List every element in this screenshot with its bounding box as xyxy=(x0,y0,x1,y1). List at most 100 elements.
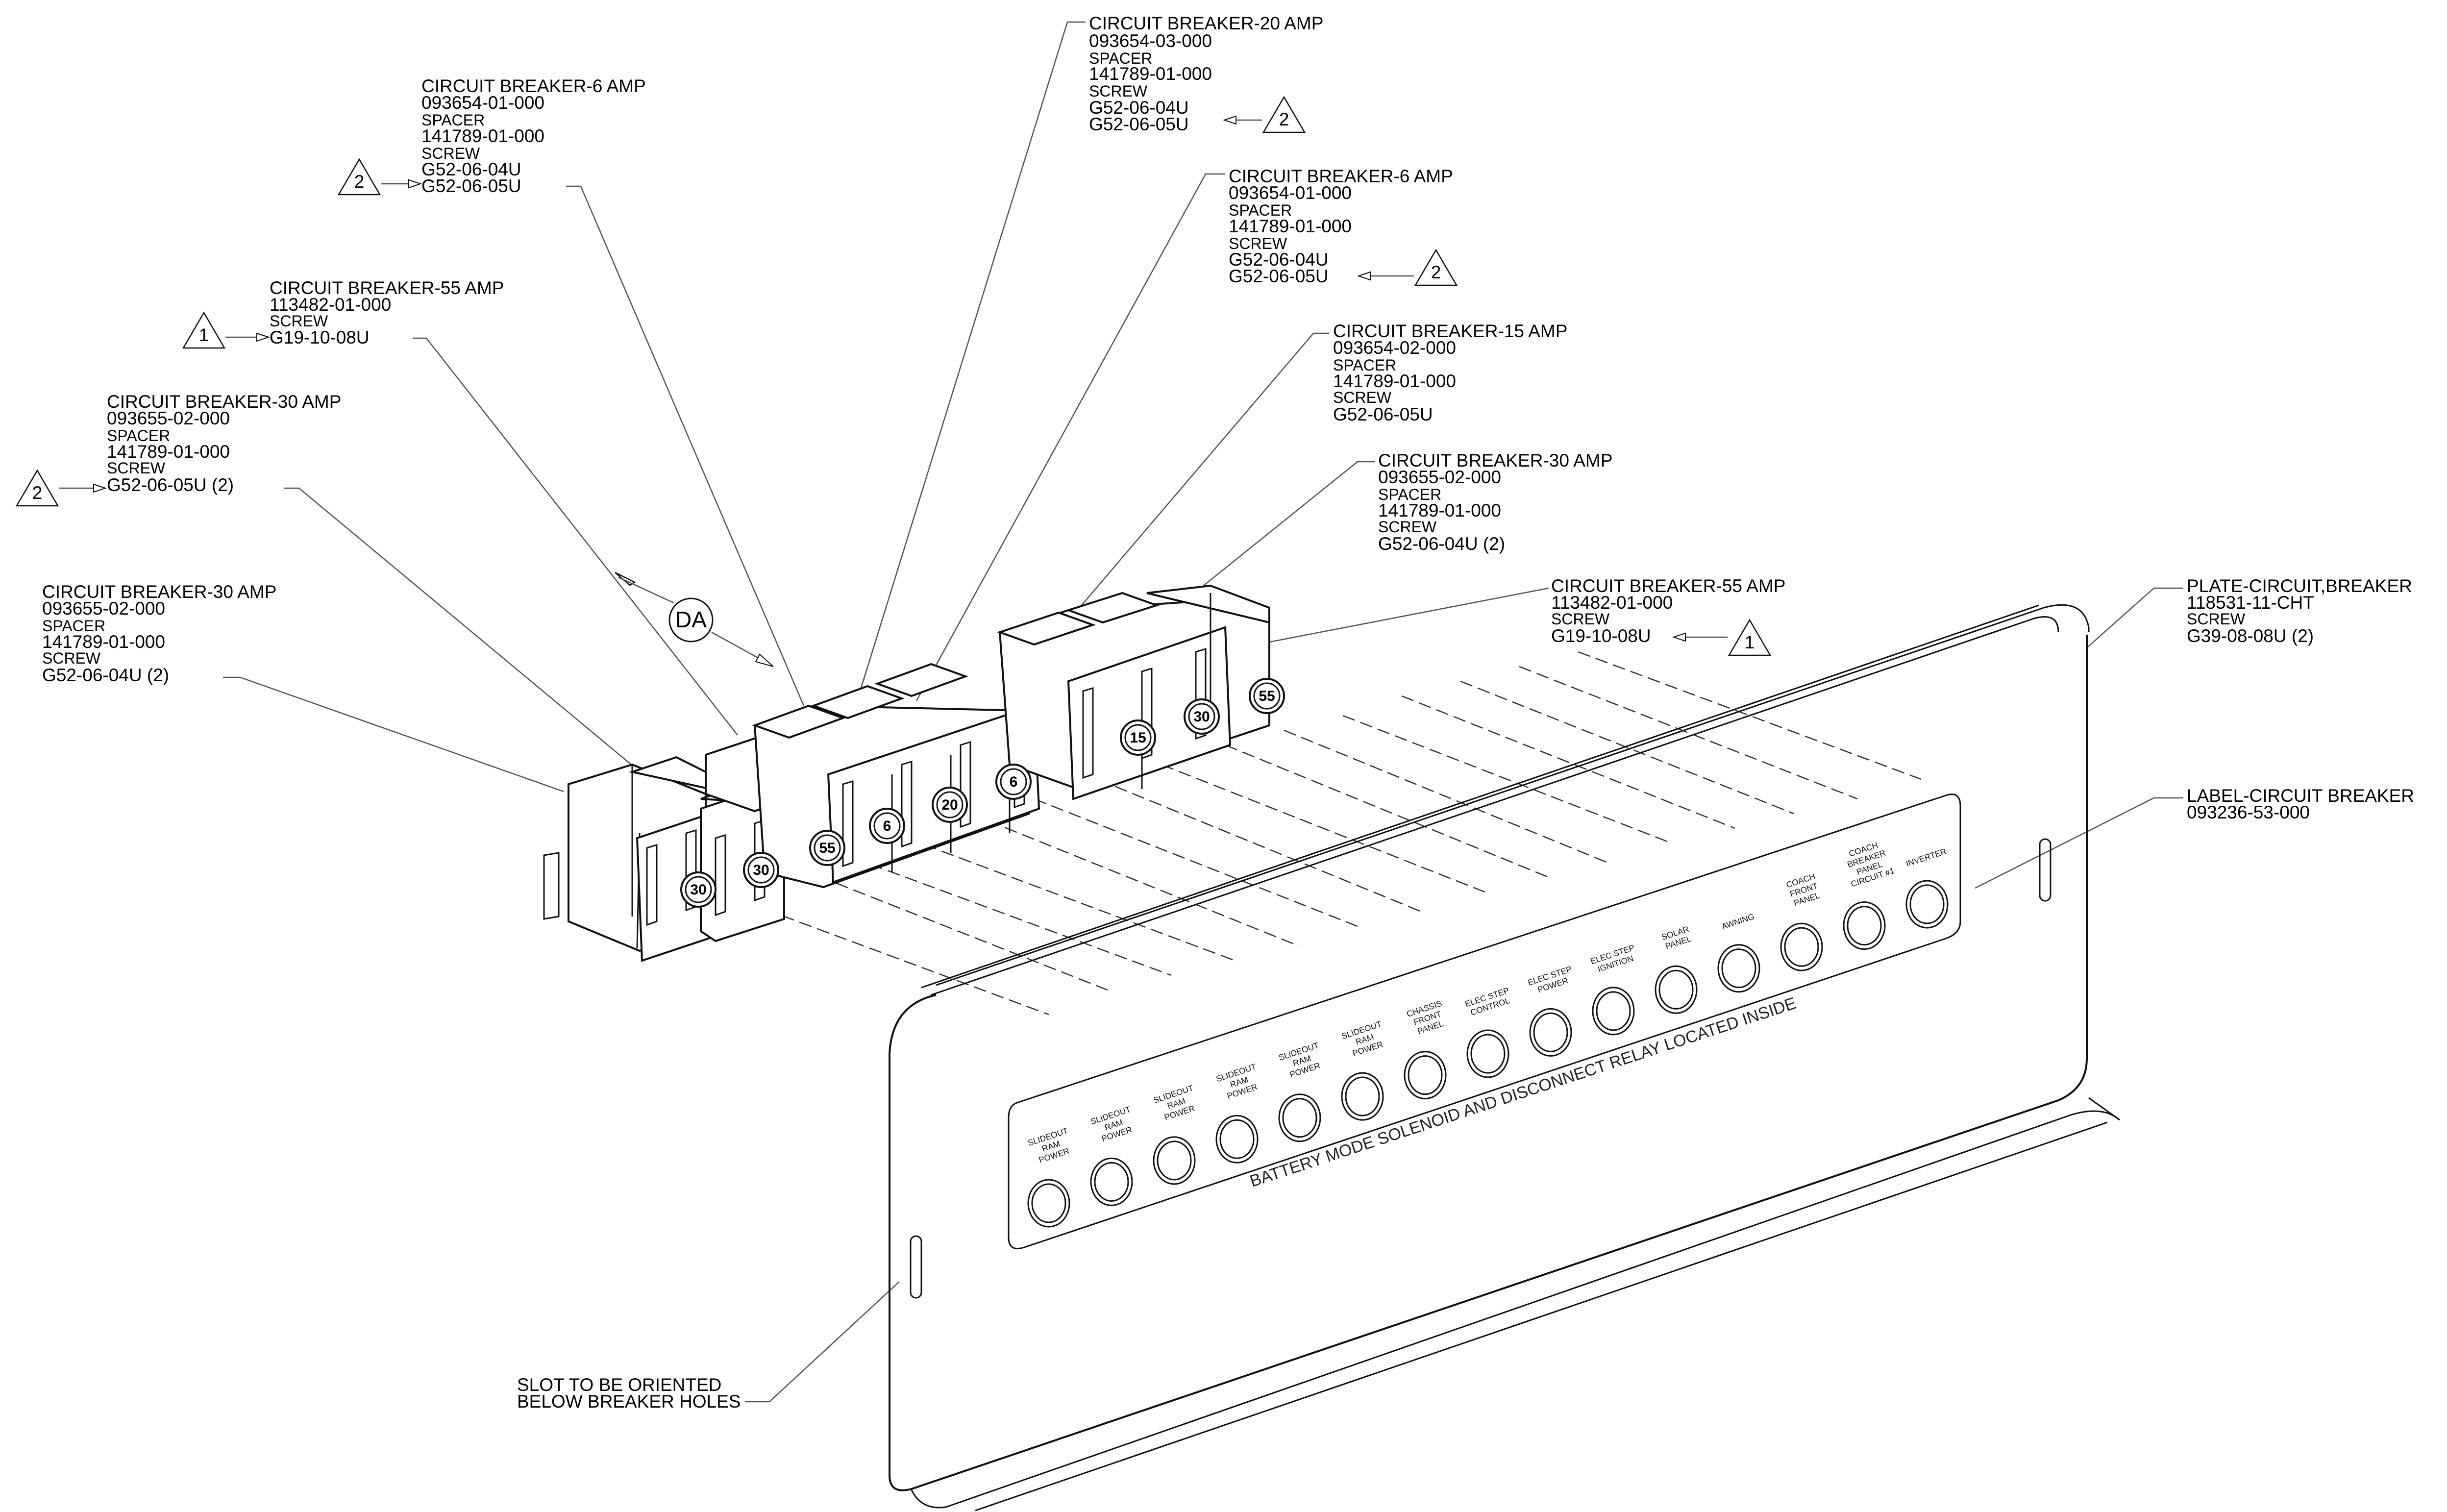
callout-cb55-right: CIRCUIT BREAKER-55 AMP 113482-01-000 SCR… xyxy=(1551,576,1785,646)
svg-text:G52-06-05U (2): G52-06-05U (2) xyxy=(107,475,234,495)
leader-plate xyxy=(2087,587,2183,647)
svg-text:CIRCUIT BREAKER-20 AMP: CIRCUIT BREAKER-20 AMP xyxy=(1089,13,1323,33)
leader-cb6-right xyxy=(915,173,1225,701)
leader-cb20 xyxy=(859,21,1086,692)
leader-cb30-c xyxy=(223,676,564,793)
leader-lines xyxy=(223,21,2183,1403)
svg-text:PLATE-CIRCUIT,BREAKER: PLATE-CIRCUIT,BREAKER xyxy=(2187,576,2412,596)
svg-text:SCREW: SCREW xyxy=(1333,389,1392,406)
svg-text:30: 30 xyxy=(1193,709,1210,725)
svg-text:1: 1 xyxy=(1745,632,1755,652)
note-flag-1-cb55-right: 1 xyxy=(1672,619,1772,656)
leader-slot xyxy=(745,1281,900,1403)
svg-text:CIRCUIT BREAKER-15 AMP: CIRCUIT BREAKER-15 AMP xyxy=(1333,321,1567,341)
svg-text:30: 30 xyxy=(690,882,706,898)
svg-text:CIRCUIT BREAKER-6 AMP: CIRCUIT BREAKER-6 AMP xyxy=(1229,166,1453,186)
svg-text:2: 2 xyxy=(1279,109,1289,129)
svg-text:15: 15 xyxy=(1130,730,1146,746)
callout-cb55-left: CIRCUIT BREAKER-55 AMP 113482-01-000 SCR… xyxy=(270,278,504,347)
breaker-knob-55b: 55 xyxy=(1249,678,1285,714)
svg-text:SCREW: SCREW xyxy=(1089,82,1148,100)
panel-hole-label-line: AWNING xyxy=(1720,912,1755,932)
breaker-knob-55a: 55 xyxy=(809,830,845,866)
panel-hole-15: INVERTER xyxy=(1905,846,1949,929)
svg-text:SPACER: SPACER xyxy=(107,427,170,445)
breaker-knob-6a: 6 xyxy=(869,808,905,844)
breaker-knob-15: 15 xyxy=(1120,719,1156,756)
svg-text:SPACER: SPACER xyxy=(421,111,485,129)
callout-plate: PLATE-CIRCUIT,BREAKER 118531-11-CHT SCRE… xyxy=(2187,576,2412,646)
callout-slot: SLOT TO BE ORIENTED BELOW BREAKER HOLES xyxy=(517,1375,741,1412)
svg-text:G52-06-04U (2): G52-06-04U (2) xyxy=(1378,534,1505,554)
assembly-path-lines xyxy=(764,651,1922,1016)
svg-text:093654-01-000: 093654-01-000 xyxy=(1229,183,1352,203)
svg-text:113482-01-000: 113482-01-000 xyxy=(270,295,391,315)
circuit-breaker-plate xyxy=(889,604,2120,1512)
callout-cb6-right: CIRCUIT BREAKER-6 AMP 093654-01-000 SPAC… xyxy=(1229,166,1453,286)
plate-slot-right xyxy=(2039,838,2052,902)
svg-text:6: 6 xyxy=(883,818,891,834)
svg-text:20: 20 xyxy=(941,797,958,813)
callout-cb6-left: CIRCUIT BREAKER-6 AMP 093654-01-000 SPAC… xyxy=(421,76,646,196)
note-flag-2-cb6-left: 2 xyxy=(337,158,422,196)
svg-text:30: 30 xyxy=(753,862,769,878)
svg-text:CIRCUIT BREAKER-30 AMP: CIRCUIT BREAKER-30 AMP xyxy=(107,392,341,412)
svg-text:G52-06-04U: G52-06-04U xyxy=(1089,98,1189,118)
callout-cb15: CIRCUIT BREAKER-15 AMP 093654-02-000 SPA… xyxy=(1333,321,1567,424)
panel-notice: BATTERY MODE SOLENOID AND DISCONNECT REL… xyxy=(1248,994,1799,1191)
svg-text:2: 2 xyxy=(1431,262,1441,282)
svg-text:G19-10-08U: G19-10-08U xyxy=(270,327,370,347)
breaker-knob-30c: 30 xyxy=(1184,698,1220,735)
svg-text:141789-01-000: 141789-01-000 xyxy=(1229,216,1352,236)
breaker-group-right xyxy=(996,584,1270,800)
panel-hole-label-15: INVERTER xyxy=(1905,846,1948,868)
note-flag-2-cb6-right: 2 xyxy=(1357,248,1458,286)
svg-text:SCREW: SCREW xyxy=(1229,235,1287,252)
svg-text:G52-06-04U: G52-06-04U xyxy=(421,159,521,179)
callout-cb30-b: CIRCUIT BREAKER-30 AMP 093655-02-000 SPA… xyxy=(1378,450,1612,554)
svg-text:141789-01-000: 141789-01-000 xyxy=(1089,64,1212,84)
leader-cb15 xyxy=(1058,332,1329,633)
svg-text:G52-06-05U: G52-06-05U xyxy=(1333,404,1433,424)
svg-text:093654-03-000: 093654-03-000 xyxy=(1089,31,1212,51)
svg-text:CIRCUIT BREAKER-30 AMP: CIRCUIT BREAKER-30 AMP xyxy=(42,582,276,602)
svg-text:SCREW: SCREW xyxy=(1551,610,1610,628)
note-flag-1-cb55-left: 1 xyxy=(182,311,271,349)
breaker-group-center xyxy=(752,663,1040,889)
svg-text:2: 2 xyxy=(354,172,365,192)
svg-text:G52-06-05U: G52-06-05U xyxy=(1089,114,1189,134)
note-flag-2-cb30-a: 2 xyxy=(15,469,107,507)
breaker-knob-30a: 30 xyxy=(680,871,717,908)
svg-text:G39-08-08U (2): G39-08-08U (2) xyxy=(2187,626,2314,646)
svg-text:SPACER: SPACER xyxy=(42,617,105,635)
svg-text:SCREW: SCREW xyxy=(1378,518,1437,536)
svg-text:093655-02-000: 093655-02-000 xyxy=(1378,467,1501,487)
svg-text:G52-06-04U: G52-06-04U xyxy=(1229,249,1329,270)
svg-text:093654-02-000: 093654-02-000 xyxy=(1333,338,1456,358)
svg-text:CIRCUIT BREAKER-55 AMP: CIRCUIT BREAKER-55 AMP xyxy=(1551,576,1785,596)
svg-text:141789-01-000: 141789-01-000 xyxy=(1333,371,1456,391)
svg-text:093236-53-000: 093236-53-000 xyxy=(2187,802,2310,822)
svg-text:093655-02-000: 093655-02-000 xyxy=(107,408,230,428)
svg-text:55: 55 xyxy=(819,840,835,856)
note-flag-2-cb20: 2 xyxy=(1222,96,1306,133)
svg-text:SCREW: SCREW xyxy=(2187,610,2246,628)
leader-cb30-b xyxy=(1151,461,1375,628)
svg-text:BELOW BREAKER HOLES: BELOW BREAKER HOLES xyxy=(517,1391,741,1412)
panel-hole-12: AWNING xyxy=(1717,912,1760,993)
